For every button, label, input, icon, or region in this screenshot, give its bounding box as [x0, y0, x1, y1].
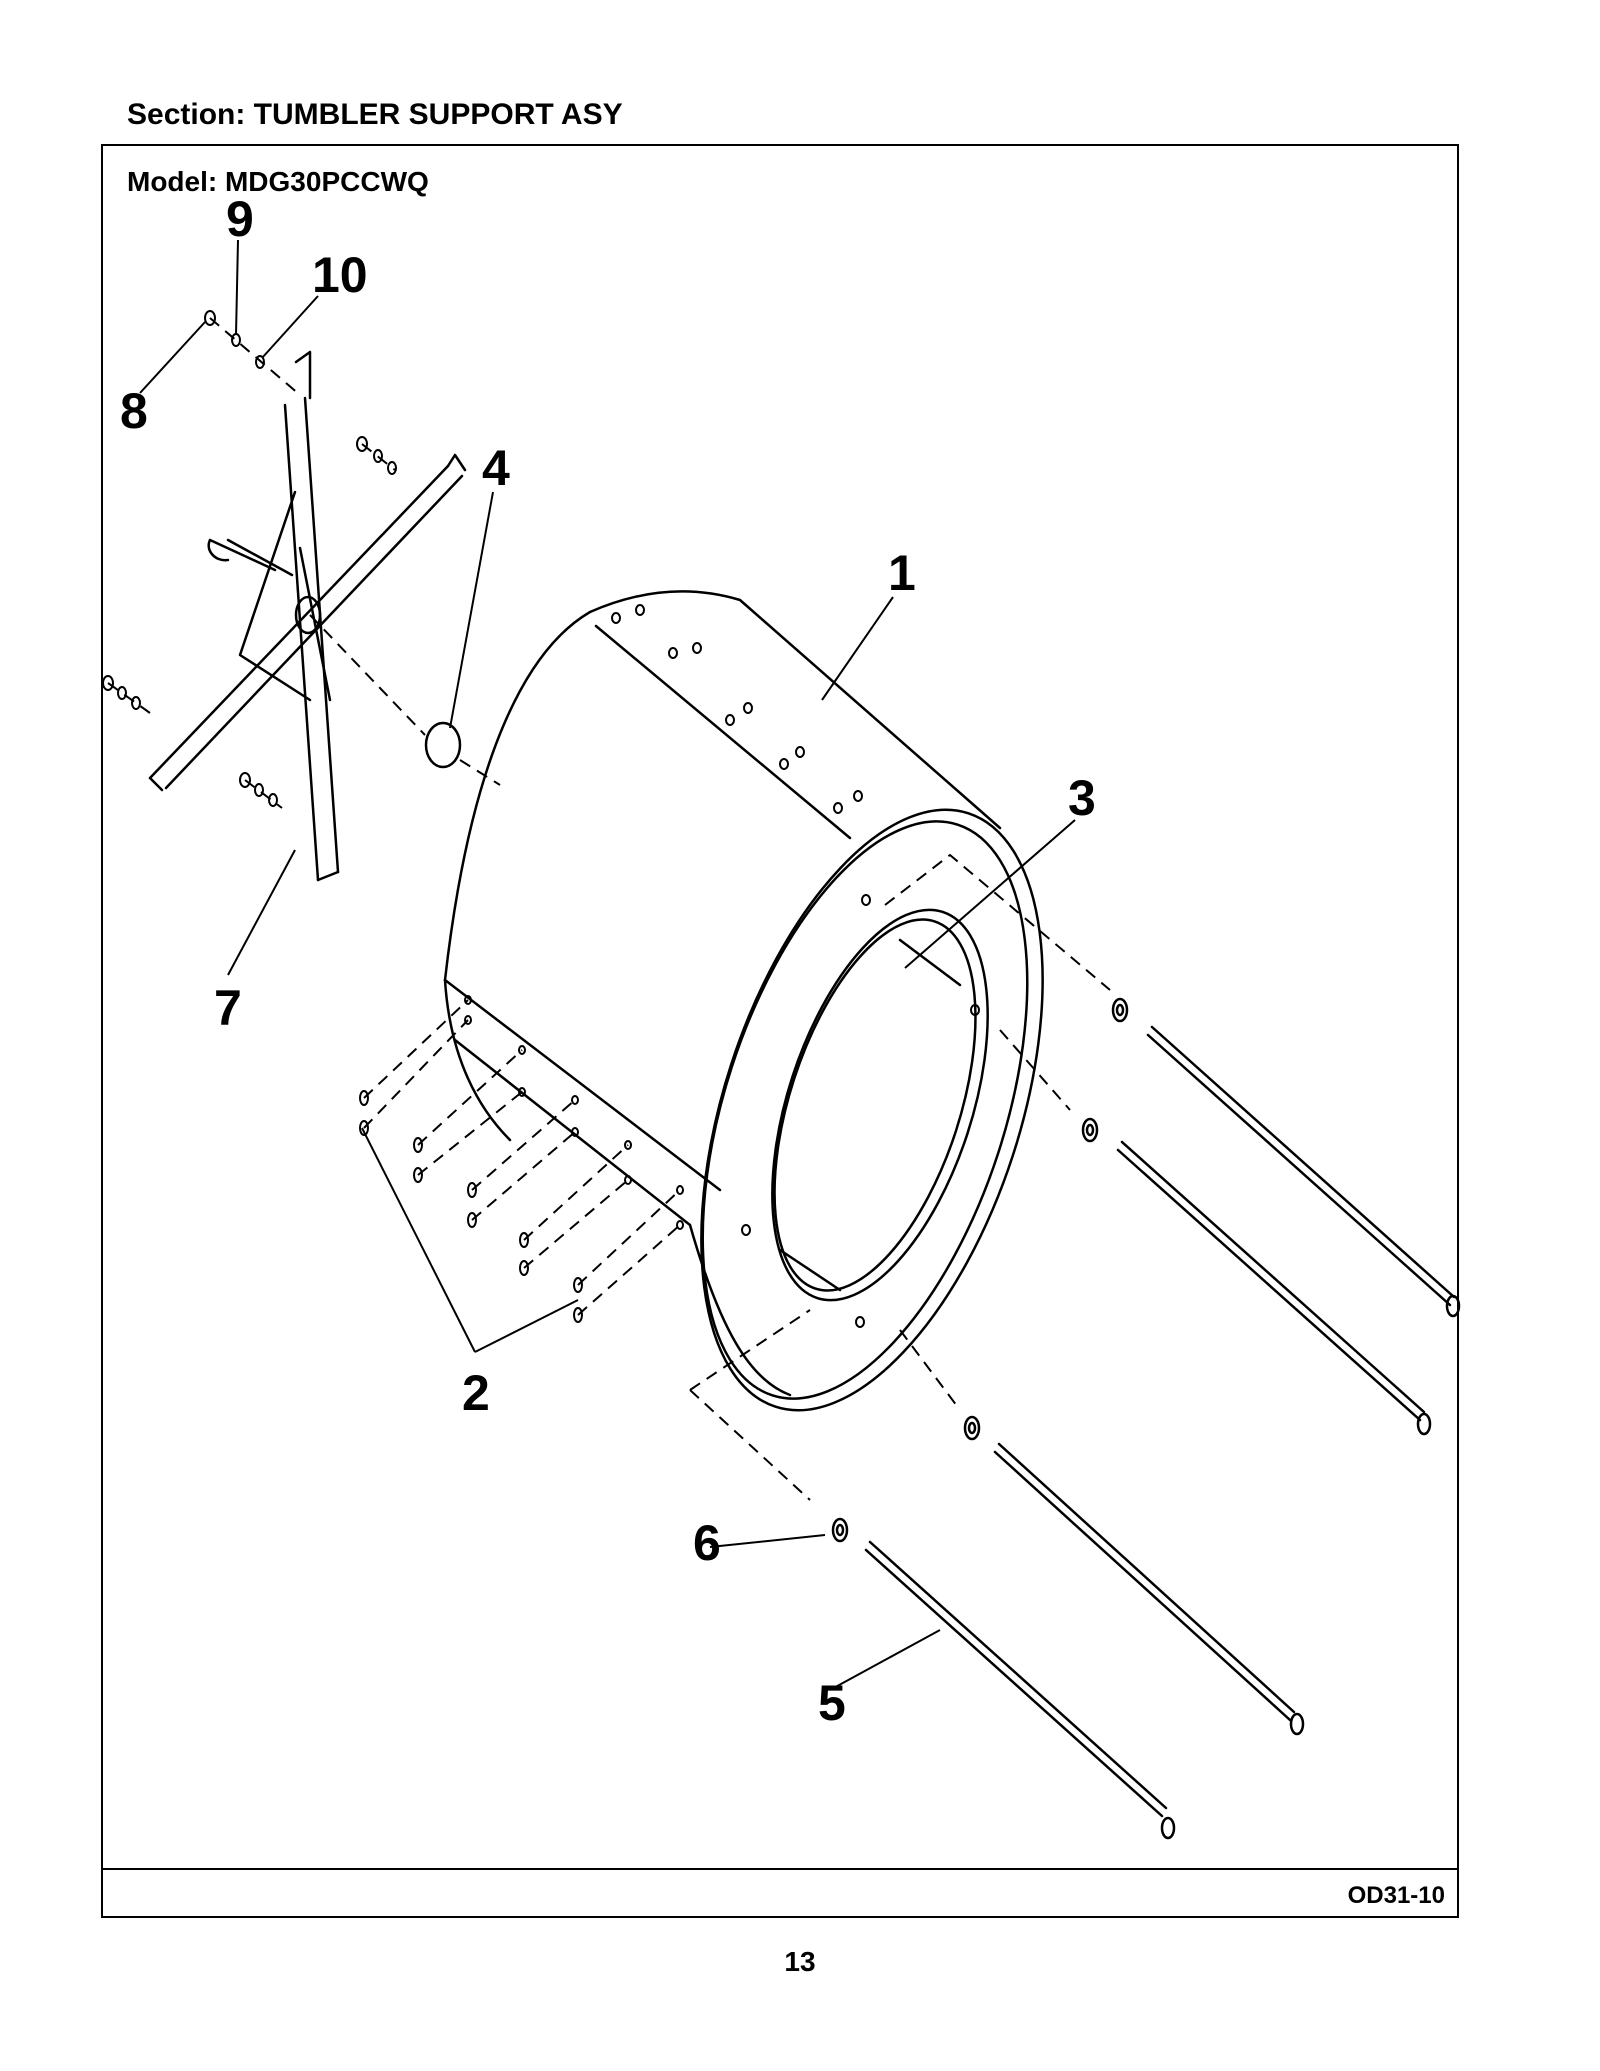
frame-fasteners	[102, 310, 397, 807]
footer-divider	[103, 1868, 1457, 1870]
drawing-code: OD31-10	[1347, 1882, 1445, 1909]
callout-7: 7	[214, 980, 242, 1036]
leader-3	[904, 819, 1076, 969]
callout-8: 8	[120, 383, 148, 439]
leader-8	[139, 321, 206, 394]
leader-5	[829, 1629, 941, 1691]
callout-1: 1	[888, 545, 916, 601]
leader-6	[709, 1534, 826, 1548]
leader-4	[449, 491, 494, 729]
callout-5: 5	[818, 1675, 846, 1731]
page-number: 13	[784, 1946, 816, 1977]
section-title: Section: TUMBLER SUPPORT ASY	[127, 98, 623, 131]
tumbler-drum	[443, 590, 1044, 1412]
tie-rods	[864, 1025, 1461, 1840]
leader-1	[821, 596, 894, 701]
drum-screws	[359, 1090, 583, 1323]
callout-2: 2	[462, 1365, 490, 1421]
washers	[831, 997, 1129, 1543]
leader-2b	[474, 1299, 579, 1353]
callout-4: 4	[482, 440, 510, 496]
leader-10	[261, 295, 319, 359]
diagram-frame: Model: MDG30PCCWQ OD31-10	[101, 144, 1459, 1918]
leader-2a	[361, 1127, 476, 1353]
leader-7	[227, 849, 296, 976]
callout-10: 10	[312, 247, 368, 303]
bearing-cap	[424, 721, 462, 769]
support-frame	[148, 350, 467, 882]
callout-6: 6	[693, 1515, 721, 1571]
callout-3: 3	[1068, 770, 1096, 826]
model-title: Model: MDG30PCCWQ	[127, 166, 429, 197]
leader-9	[235, 239, 239, 336]
callout-9: 9	[226, 191, 254, 247]
